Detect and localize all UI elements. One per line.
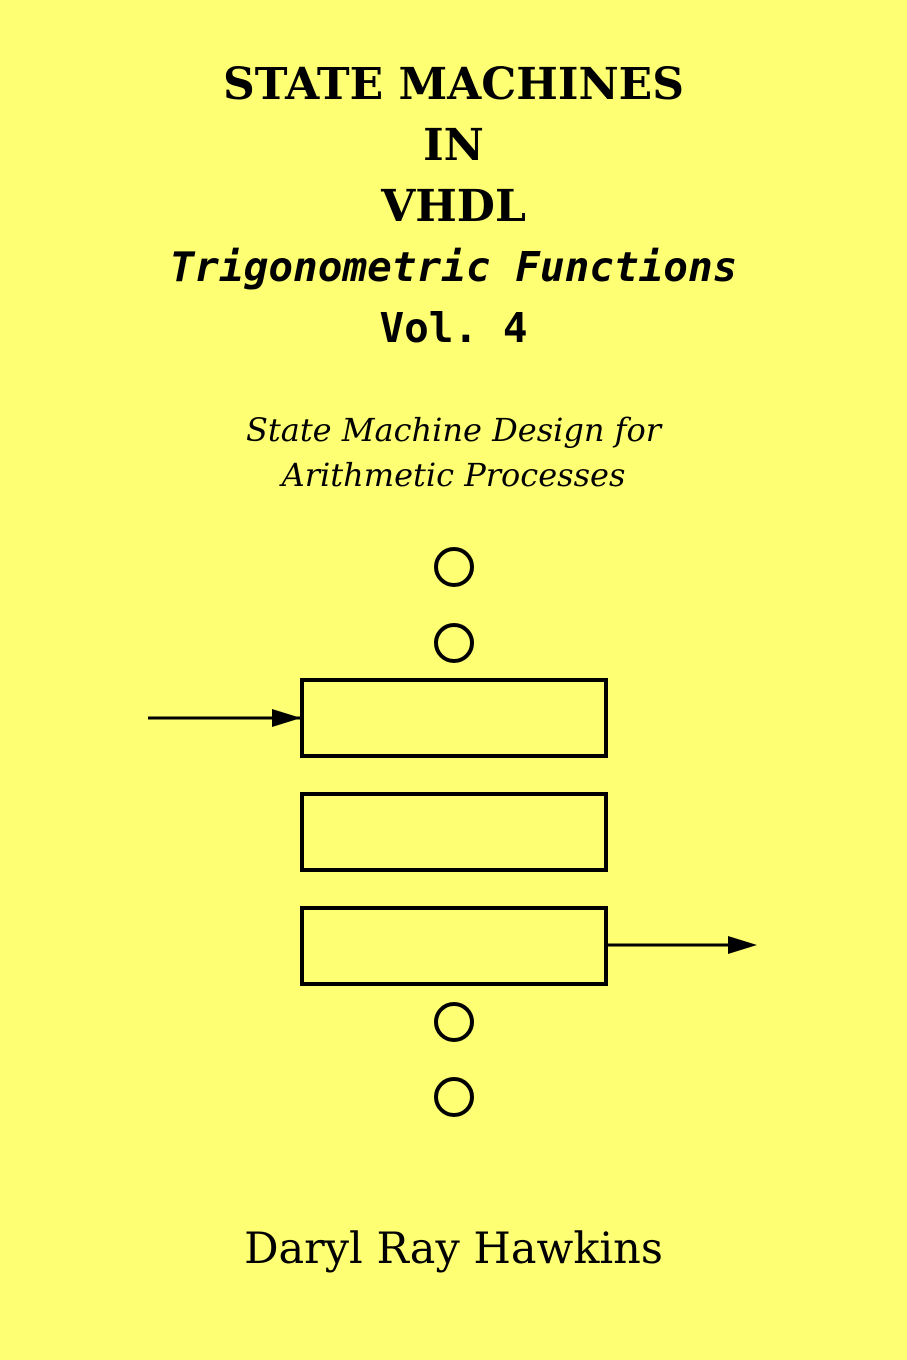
circle-icon <box>434 623 474 663</box>
subtitle-line-2: Arithmetic Processes <box>281 456 626 494</box>
circle-icon <box>434 547 474 587</box>
title-line-3: VHDL <box>381 181 526 232</box>
register-box-1 <box>300 678 608 758</box>
circle-icon <box>434 1002 474 1042</box>
title-line-2: IN <box>423 120 484 171</box>
series-title: Trigonometric Functions <box>169 243 738 291</box>
register-box-2 <box>300 792 608 872</box>
author-name: Daryl Ray Hawkins <box>244 1224 663 1274</box>
arrow-right-icon <box>606 936 757 954</box>
arrow-right-icon <box>148 709 301 727</box>
circle-icon <box>434 1077 474 1117</box>
register-box-3 <box>300 906 608 986</box>
title-line-1: STATE MACHINES <box>223 59 684 110</box>
volume-number: Vol. 4 <box>379 304 528 352</box>
subtitle-line-1: State Machine Design for <box>245 411 662 449</box>
